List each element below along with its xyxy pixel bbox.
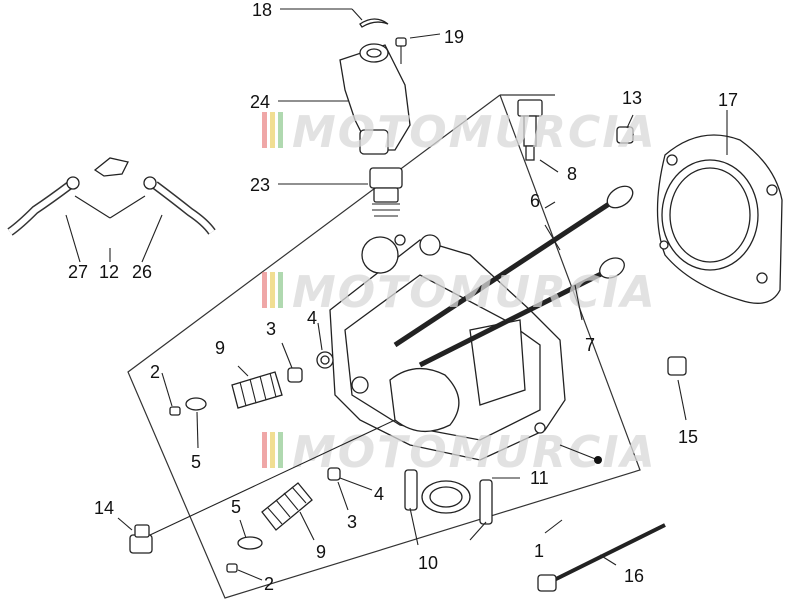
callout-4a: 4 [307, 308, 317, 328]
callout-3a: 3 [266, 319, 276, 339]
callout-13: 13 [622, 88, 642, 108]
valve-spring-upper [231, 371, 283, 409]
callout-2a: 2 [150, 362, 160, 382]
callout-12: 12 [99, 262, 119, 282]
watermark-middle: MOTOMURCIA [262, 267, 657, 318]
screw-19 [395, 37, 407, 64]
dowel-13 [616, 126, 634, 144]
coolant-hoses [7, 157, 216, 236]
callout-3b: 3 [347, 512, 357, 532]
svg-text:MOTOMURCIA: MOTOMURCIA [292, 427, 657, 478]
callout-1: 1 [534, 541, 544, 561]
valve-intake [418, 257, 625, 368]
watermark-top: MOTOMURCIA [262, 107, 657, 158]
head-bolt [537, 523, 666, 592]
callout-16: 16 [624, 566, 644, 586]
callout-27: 27 [68, 262, 88, 282]
valve-seal-upper [287, 351, 334, 383]
circlip [359, 18, 389, 28]
spring-seat-lower [237, 536, 263, 550]
callout-26: 26 [132, 262, 152, 282]
head-gasket [656, 134, 783, 304]
watermark-bottom: MOTOMURCIA [262, 427, 657, 478]
callout-8: 8 [567, 164, 577, 184]
callout-24: 24 [250, 92, 270, 112]
leader-lines [65, 8, 728, 581]
callout-5a: 5 [191, 452, 201, 472]
callout-23: 23 [250, 175, 270, 195]
svg-text:MOTOMURCIA: MOTOMURCIA [292, 107, 657, 158]
callout-2b: 2 [264, 574, 274, 594]
callout-10: 10 [418, 553, 438, 573]
dowel-15 [667, 356, 687, 376]
callout-6: 6 [530, 191, 540, 211]
callout-15: 15 [678, 427, 698, 447]
dowel-pins [404, 469, 493, 525]
valve-cotter-lower [226, 563, 238, 573]
callout-9a: 9 [215, 338, 225, 358]
thermostat [369, 167, 403, 217]
callout-11: 11 [530, 468, 549, 488]
valve-spring-lower [261, 482, 313, 531]
callout-14: 14 [94, 498, 114, 518]
callout-4b: 4 [374, 484, 384, 504]
callout-7: 7 [585, 335, 595, 355]
valve-exhaust [393, 185, 634, 348]
callout-17: 17 [718, 90, 738, 110]
spring-seat-upper [169, 397, 207, 416]
plug-14 [129, 524, 153, 554]
callout-5b: 5 [231, 497, 241, 517]
callout-9b: 9 [316, 542, 326, 562]
callout-19: 19 [444, 27, 464, 47]
svg-text:MOTOMURCIA: MOTOMURCIA [292, 267, 657, 318]
thermostat-housing [339, 43, 411, 155]
temperature-sensor [517, 99, 543, 161]
callout-18: 18 [252, 0, 272, 20]
assembly-frame [127, 94, 641, 599]
valve-seal-lower [327, 467, 341, 481]
